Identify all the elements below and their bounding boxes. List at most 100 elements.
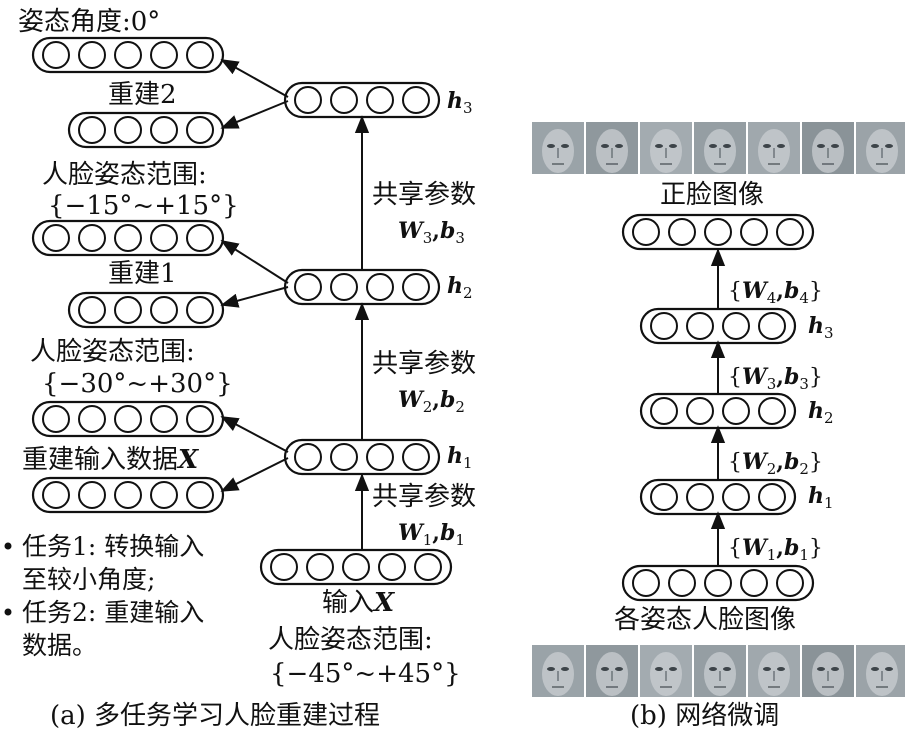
neuron-node [150,41,178,69]
h2-label: h2 [447,273,473,302]
range15-line2: {−15°~+15°} [48,191,239,221]
bullet-2-line2: 数据。 [22,631,97,660]
b-hidden-h1 [639,478,797,516]
neuron-node [366,86,394,114]
multi-pose-face-strip [532,645,905,697]
face-thumbnail [856,122,905,174]
panel-b: 正脸图像 各姿态人脸图像 {W4,b4} {W3,b3} {W2,b2} {W1… [532,122,905,731]
range15-line1: 人脸姿态范围: [42,160,207,190]
bullet-1-line2: 至较小角度; [22,565,155,594]
neuron-node [150,481,178,509]
neuron-node [186,116,214,144]
neuron-node [740,569,768,597]
neuron-node [758,397,786,425]
frontal-face-label: 正脸图像 [660,180,764,210]
face-thumbnail [694,645,746,697]
bullet-dot-1 [4,542,12,550]
hidden-layer-h3 [283,81,441,119]
neuron-node [150,224,178,252]
hidden-layer-h2 [283,268,441,306]
neuron-node [150,116,178,144]
neuron-node [668,569,696,597]
neuron-node [366,273,394,301]
neuron-node [150,296,178,324]
face-thumbnail [694,122,746,174]
b-hidden-h3 [639,307,797,345]
range30-line2: {−30°~+30°} [42,369,233,399]
neuron-node [776,218,804,246]
neuron-node [270,553,298,581]
multi-pose-label: 各姿态人脸图像 [614,605,796,635]
neuron-node [114,481,142,509]
face-thumbnail [586,122,638,174]
bullet-1-line1: 任务1: 转换输入 [22,532,204,561]
b-input-layer [621,564,815,602]
arrow-h2-to-recon1 [220,286,289,308]
neuron-node [330,86,358,114]
neuron-node [632,569,660,597]
neuron-node [186,296,214,324]
range30-layer [31,400,225,438]
recon2-label: 重建2 [108,80,177,110]
neuron-node [330,443,358,471]
neuron-node [186,224,214,252]
neuron-node [722,312,750,340]
neuron-node [114,224,142,252]
caption-b: (b) 网络微调 [630,701,779,731]
neuron-node [650,483,678,511]
neuron-node [114,41,142,69]
recon1-label: 重建1 [108,259,177,289]
neuron-node [414,553,442,581]
recon-input-label: 重建输入数据X [22,445,200,475]
neuron-node [378,553,406,581]
neuron-node [150,405,178,433]
neuron-node [42,481,70,509]
neuron-node [114,296,142,324]
neuron-node [650,397,678,425]
b-hidden-h2 [639,392,797,430]
face-thumbnail [748,122,800,174]
panel-a-arrows [220,59,370,550]
neuron-node [722,483,750,511]
neuron-node [704,218,732,246]
neuron-node [42,41,70,69]
arrow-h1-to-reconx [220,457,289,492]
b-output-layer [621,213,815,251]
hidden-layer-h1 [283,438,441,476]
share-label-1: 共享参数 [372,482,476,512]
param-w2-b2: W2,b2 [398,387,465,416]
task-bullets: 任务1: 转换输入 至较小角度; 任务2: 重建输入 数据。 [4,532,204,660]
neuron-node [114,116,142,144]
neuron-node [114,405,142,433]
neuron-node [42,224,70,252]
face-thumbnail [856,645,905,697]
recon2-layer [67,111,225,149]
neuron-node [402,86,430,114]
face-thumbnail [802,122,854,174]
face-thumbnail [640,645,692,697]
share-label-2: 共享参数 [372,349,476,379]
neuron-node [78,296,106,324]
neuron-node [776,569,804,597]
caption-a: (a) 多任务学习人脸重建过程 [50,701,380,731]
arrow-h3-to-recon2 [220,100,289,129]
neuron-node [186,481,214,509]
output-layer-0deg [31,36,225,74]
neuron-node [402,273,430,301]
b-param-w4-b4: {W4,b4} [728,278,823,307]
neuron-node [722,397,750,425]
h1-label: h1 [447,443,473,472]
neuron-node [294,443,322,471]
neuron-node [740,218,768,246]
share-label-3: 共享参数 [372,180,476,210]
input-layer-x [259,548,453,586]
neuron-node [704,569,732,597]
frontal-face-strip [532,122,905,174]
face-thumbnail [532,122,584,174]
recon1-layer [67,291,225,329]
neuron-node [78,481,106,509]
neuron-node [366,443,394,471]
neuron-node [402,443,430,471]
neuron-node [78,405,106,433]
